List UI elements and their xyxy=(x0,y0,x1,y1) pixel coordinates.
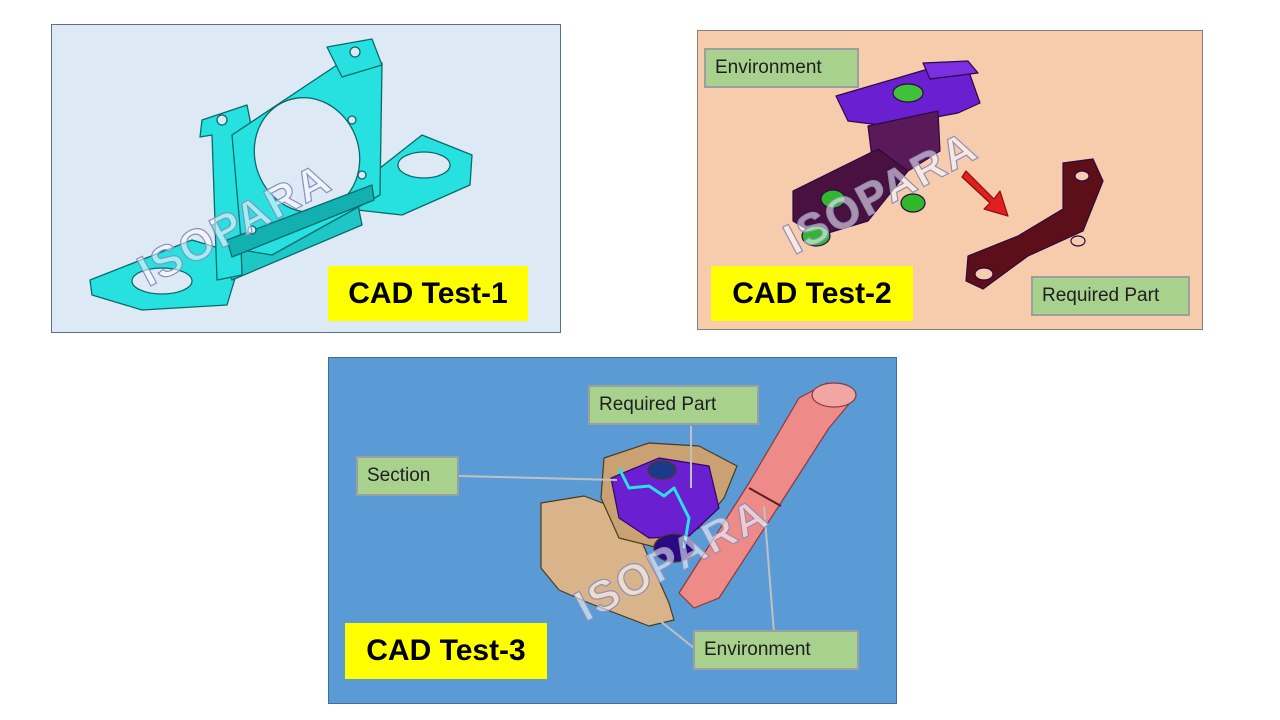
required-part-label: Required Part xyxy=(1031,276,1190,316)
environment-label: Environment xyxy=(693,630,859,670)
cad-test-1-panel: ISOPARA CAD Test-1 xyxy=(51,24,561,333)
cad-environment-assembly-icon xyxy=(792,60,1104,290)
panel-title: CAD Test-1 xyxy=(328,266,528,321)
cad-test-3-panel: Required Part Section ISOPARA CAD Test-3… xyxy=(328,357,897,704)
cad-bracket-icon xyxy=(89,38,473,311)
panel-title: CAD Test-3 xyxy=(345,623,547,679)
cad-test-2-panel: Environment ISOPARA CAD Test-2 Required … xyxy=(697,30,1203,330)
section-label: Section xyxy=(356,456,459,496)
cad-section-assembly-icon xyxy=(458,382,857,649)
panel-title: CAD Test-2 xyxy=(711,266,913,321)
required-part-label: Required Part xyxy=(588,385,759,425)
environment-label: Environment xyxy=(704,48,859,88)
